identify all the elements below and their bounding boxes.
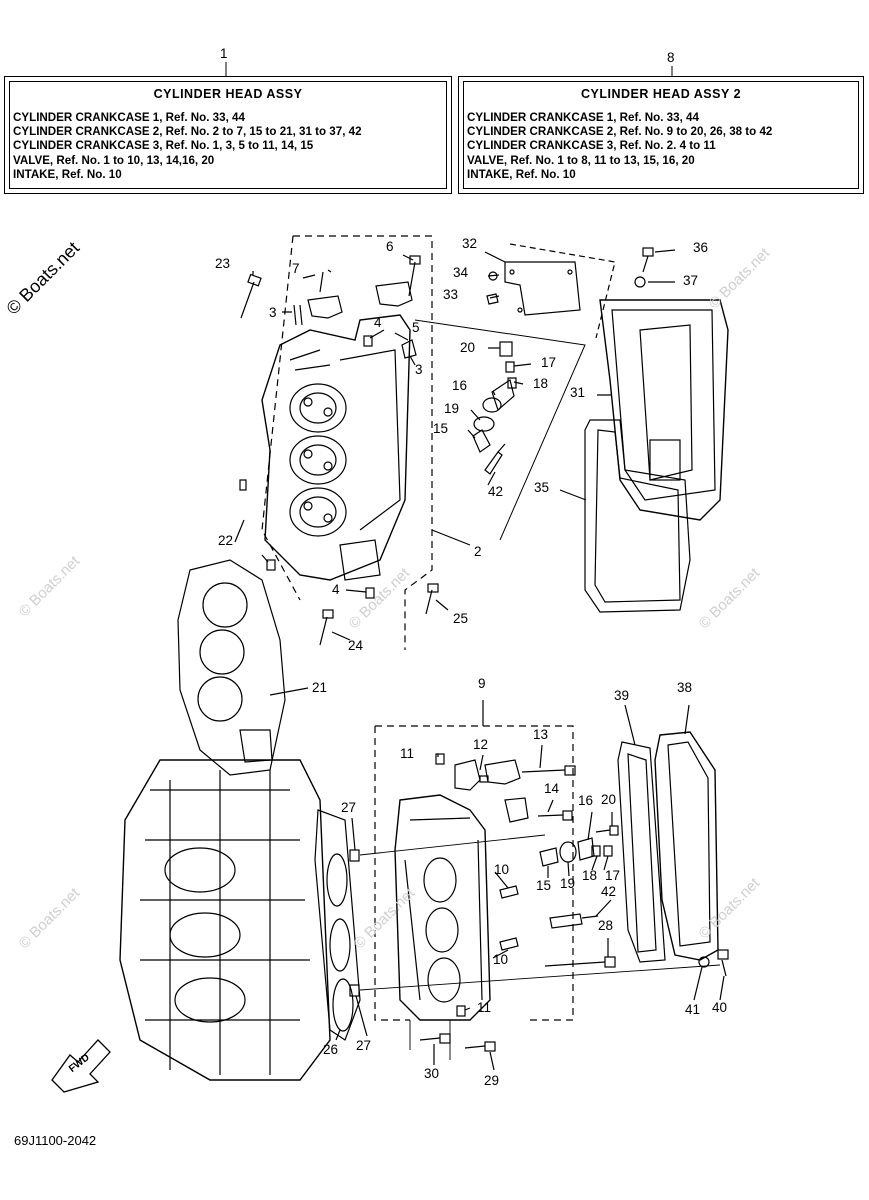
callout-4b: 4 <box>332 582 340 597</box>
ref-number-1: 1 <box>220 46 228 61</box>
callout-5: 5 <box>412 320 420 335</box>
callout-23: 23 <box>215 256 231 271</box>
callout-31: 31 <box>570 385 586 400</box>
callout-21: 21 <box>312 680 328 695</box>
box-line: CYLINDER CRANKCASE 1, Ref. No. 33, 44 <box>467 111 699 124</box>
callout-13: 13 <box>533 727 549 742</box>
bolt-7 <box>319 269 332 293</box>
callout-33: 33 <box>443 287 459 302</box>
diagram-code: 69J1100-2042 <box>14 1133 97 1148</box>
box-inner-border <box>463 81 859 189</box>
callout-18b: 18 <box>582 868 598 883</box>
box-line: VALVE, Ref. No. 1 to 8, 11 to 13, 15, 16… <box>467 153 695 167</box>
callout-32: 32 <box>462 236 478 251</box>
callout-41: 41 <box>685 1002 701 1017</box>
box-line: CYLINDER CRANKCASE 2, Ref. No. 9 to 20, … <box>467 125 773 139</box>
bolt-6 <box>408 261 416 297</box>
callout-20a: 20 <box>460 340 476 355</box>
callout-10a: 10 <box>494 862 510 877</box>
box-lines: CYLINDER CRANKCASE 1, Ref. No. 33, 44 CY… <box>467 111 772 182</box>
cap-6 <box>375 281 413 307</box>
callout-18a: 18 <box>533 376 549 391</box>
callout-34: 34 <box>453 265 469 280</box>
callout-24: 24 <box>348 638 364 653</box>
spark-plug-42 <box>484 443 506 475</box>
callout-11b: 11 <box>477 1000 492 1015</box>
crankcase-block <box>119 759 331 1081</box>
callout-14: 14 <box>544 781 560 796</box>
spark-plug-42-lower <box>549 913 599 929</box>
gasket-35 <box>584 419 691 613</box>
cap-7 <box>307 295 343 319</box>
box-line: CYLINDER CRANKCASE 2, Ref. No. 2 to 7, 1… <box>13 125 362 139</box>
callout-16a: 16 <box>452 378 468 393</box>
gasket-39 <box>617 741 666 963</box>
callout-29: 29 <box>484 1073 500 1088</box>
exhaust-cover-31 <box>599 299 729 521</box>
cover-plate-32 <box>504 261 581 316</box>
callout-6: 6 <box>386 239 394 254</box>
box-inner-border <box>9 81 447 189</box>
callout-27a: 27 <box>341 800 357 815</box>
callout-15a: 15 <box>433 421 449 436</box>
callout-3b: 3 <box>415 362 423 377</box>
callout-11a: 11 <box>400 746 415 761</box>
cylinder-head-assy-2-box: CYLINDER HEAD ASSY 2 CYLINDER CRANKCASE … <box>458 76 864 194</box>
callout-37: 37 <box>683 273 699 288</box>
pin-3b <box>401 339 417 359</box>
callout-4a: 4 <box>374 315 382 330</box>
box-line: CYLINDER CRANKCASE 1, Ref. No. 33, 44 <box>13 111 245 124</box>
callout-42a: 42 <box>488 484 504 499</box>
callout-16b: 16 <box>578 793 594 808</box>
callout-30: 30 <box>424 1066 440 1081</box>
lower-cylinder-head <box>394 794 491 1021</box>
callout-17b: 17 <box>605 868 621 883</box>
callout-22: 22 <box>218 533 234 548</box>
fwd-arrow <box>51 1039 111 1093</box>
callout-40: 40 <box>712 1000 728 1015</box>
callout-10b: 10 <box>493 952 509 967</box>
box-line: VALVE, Ref. No. 1 to 10, 13, 14,16, 20 <box>13 153 215 167</box>
callout-38: 38 <box>677 680 693 695</box>
callout-2: 2 <box>474 544 482 559</box>
box-line: INTAKE, Ref. No. 10 <box>13 167 122 181</box>
callout-9: 9 <box>478 676 486 691</box>
box-title: CYLINDER HEAD ASSY <box>153 87 303 101</box>
upper-cylinder-head <box>261 314 411 581</box>
box-line: INTAKE, Ref. No. 10 <box>467 167 576 181</box>
head-gasket-21 <box>177 559 286 776</box>
box-title: CYLINDER HEAD ASSY 2 <box>580 87 742 101</box>
callout-42b: 42 <box>601 884 617 899</box>
callout-27b: 27 <box>356 1038 372 1053</box>
callout-39: 39 <box>614 688 630 703</box>
cylinder-head-assy-box: CYLINDER HEAD ASSY CYLINDER CRANKCASE 1,… <box>4 76 452 194</box>
box-lines: CYLINDER CRANKCASE 1, Ref. No. 33, 44 CY… <box>13 111 362 182</box>
callout-7: 7 <box>292 261 300 276</box>
callout-3a: 3 <box>269 305 277 320</box>
callout-25: 25 <box>453 611 469 626</box>
box-line: CYLINDER CRANKCASE 3, Ref. No. 2. 4 to 1… <box>467 139 716 153</box>
ref-number-8: 8 <box>667 50 675 65</box>
callout-15b: 15 <box>536 878 552 893</box>
pin-3a <box>293 304 303 326</box>
gasket-26 <box>314 809 361 1041</box>
callout-36: 36 <box>693 240 709 255</box>
callout-19a: 19 <box>444 401 460 416</box>
callout-28: 28 <box>598 918 614 933</box>
callout-17a: 17 <box>541 355 557 370</box>
callout-20b: 20 <box>601 792 617 807</box>
callout-12: 12 <box>473 737 489 752</box>
callout-19b: 19 <box>560 876 576 891</box>
box-line: CYLINDER CRANKCASE 3, Ref. No. 1, 3, 5 t… <box>13 139 314 153</box>
callout-26: 26 <box>323 1042 339 1057</box>
bolt-23 <box>240 281 255 319</box>
callout-35: 35 <box>534 480 550 495</box>
